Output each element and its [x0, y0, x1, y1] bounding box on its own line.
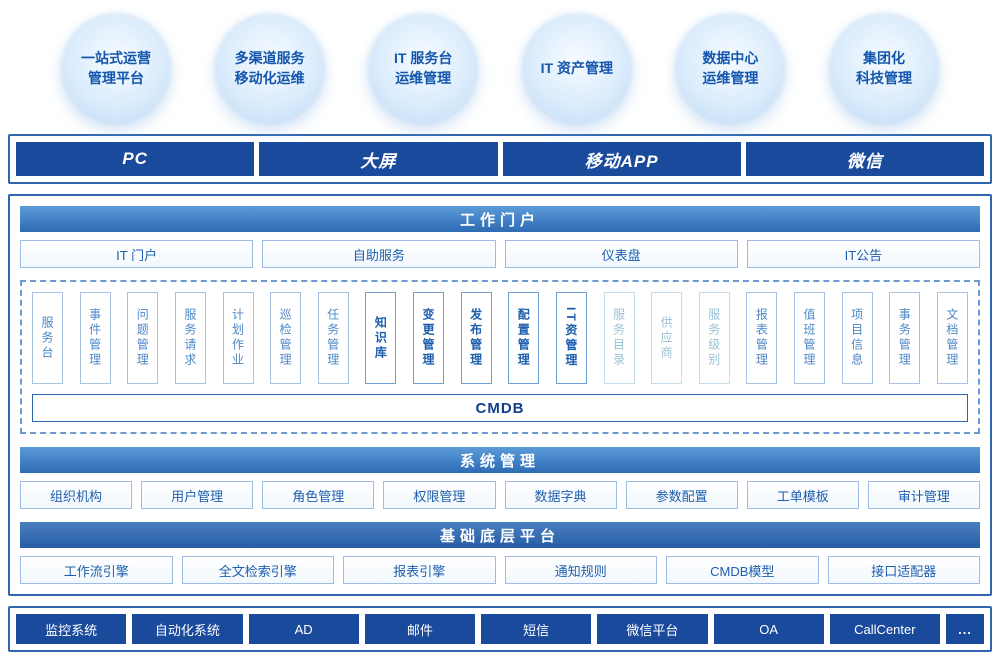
module-duty-management: 值班管理 — [794, 292, 825, 384]
integration-callcenter: CallCenter — [829, 614, 940, 644]
bubble-datacenter-ops: 数据中心 运维管理 — [676, 14, 785, 122]
sys-btn-user-management: 用户管理 — [141, 481, 254, 509]
module-knowledge-base: 知识库 — [365, 292, 397, 384]
module-supplier: 供应商 — [651, 292, 683, 384]
bubble-text: 管理平台 — [88, 70, 144, 86]
channel-wechat: 微信 — [745, 142, 984, 176]
module-project-info: 项目信息 — [841, 292, 873, 384]
module-problem-management: 问题管理 — [127, 292, 159, 384]
integration-wechat-platform: 微信平台 — [597, 614, 708, 644]
module-document-management: 文档管理 — [936, 292, 968, 384]
portal-btn-it-announcement: IT公告 — [746, 240, 980, 268]
sys-btn-org-structure: 组织机构 — [20, 481, 133, 509]
sys-btn-parameter-config: 参数配置 — [625, 481, 738, 509]
bubble-group-tech-management: 集团化 科技管理 — [829, 14, 938, 122]
channel-panel: PC 大屏 移动APP 微信 — [8, 134, 992, 184]
system-management-section: 系统管理 组织机构 用户管理 角色管理 权限管理 数据字典 参数配置 工单模板 … — [20, 447, 980, 509]
plat-btn-fulltext-search-engine: 全文检索引擎 — [181, 556, 334, 584]
module-change-management: 变更管理 — [413, 292, 444, 384]
bubble-text: 集团化 — [862, 50, 905, 66]
integration-automation-system: 自动化系统 — [132, 614, 243, 644]
plat-btn-workflow-engine: 工作流引擎 — [20, 556, 173, 584]
module-it-asset-management: IT资管理 — [555, 292, 587, 384]
bubble-one-stop-operation: 一站式运营 管理平台 — [62, 14, 170, 122]
plat-btn-cmdb-model: CMDB模型 — [666, 556, 819, 584]
plat-btn-notification-rules: 通知规则 — [504, 556, 657, 584]
module-inspection-management: 巡检管理 — [270, 292, 302, 384]
portal-buttons: IT 门户 自助服务 仪表盘 IT公告 — [20, 240, 980, 268]
bubble-text: IT 服务台 — [394, 50, 453, 66]
system-management-header: 系统管理 — [20, 447, 980, 473]
integration-monitoring-system: 监控系统 — [16, 614, 127, 644]
portal-btn-dashboard: 仪表盘 — [504, 240, 738, 268]
system-management-buttons: 组织机构 用户管理 角色管理 权限管理 数据字典 参数配置 工单模板 审计管理 — [20, 481, 980, 509]
base-platform-section: 基础底层平台 工作流引擎 全文检索引擎 报表引擎 通知规则 CMDB模型 接口适… — [20, 522, 980, 584]
integration-email: 邮件 — [364, 614, 475, 644]
cmdb-bar: CMDB — [32, 394, 968, 422]
sys-btn-permission-management: 权限管理 — [383, 481, 496, 509]
portal-btn-self-service: 自助服务 — [262, 240, 496, 268]
module-service-level: 服务级别 — [698, 292, 730, 384]
bubble-text: 移动化运维 — [234, 70, 305, 86]
module-incident-management: 事件管理 — [79, 292, 111, 384]
sys-btn-audit-management: 审计管理 — [867, 481, 980, 509]
itsm-module-zone: 服务台 事件管理 问题管理 服务请求 计划作业 巡检管理 任务管理 知识库 变更… — [20, 280, 980, 434]
bubble-text: 一站式运营 — [81, 50, 151, 66]
module-release-management: 发布管理 — [460, 292, 492, 384]
portal-header: 工作门户 — [20, 206, 980, 232]
bubble-multichannel-mobile-ops: 多渠道服务 移动化运维 — [215, 14, 324, 122]
module-service-catalog: 服务目录 — [603, 292, 635, 384]
base-platform-header: 基础底层平台 — [20, 522, 980, 548]
itsm-modules: 服务台 事件管理 问题管理 服务请求 计划作业 巡检管理 任务管理 知识库 变更… — [32, 292, 968, 384]
main-panel: 工作门户 IT 门户 自助服务 仪表盘 IT公告 服务台 事件管理 问题管理 服… — [8, 194, 992, 596]
plat-btn-report-engine: 报表引擎 — [343, 556, 496, 584]
module-report-management: 报表管理 — [746, 292, 778, 384]
sys-btn-data-dictionary: 数据字典 — [504, 481, 617, 509]
integration-more: ... — [946, 614, 984, 644]
module-service-request: 服务请求 — [174, 292, 206, 384]
bubble-it-asset-management: IT 资产管理 — [522, 14, 631, 122]
bubble-text: 科技管理 — [855, 70, 912, 86]
bubble-text: 多渠道服务 — [234, 50, 305, 66]
integration-oa: OA — [713, 614, 824, 644]
bubble-text: 运维管理 — [702, 70, 759, 86]
integration-panel: 监控系统 自动化系统 AD 邮件 短信 微信平台 OA CallCenter .… — [8, 606, 992, 652]
module-service-desk: 服务台 — [32, 292, 63, 384]
bubble-text: 运维管理 — [395, 70, 452, 86]
bubble-text: 数据中心 — [702, 50, 759, 66]
module-configuration-management: 配置管理 — [508, 292, 540, 384]
bubble-it-service-desk: IT 服务台 运维管理 — [369, 14, 478, 122]
channel-mobile-app: 移动APP — [502, 142, 741, 176]
channel-row: PC 大屏 移动APP 微信 — [16, 142, 984, 176]
integration-sms: 短信 — [481, 614, 592, 644]
module-task-management: 任务管理 — [317, 292, 349, 384]
bubble-text: IT 资产管理 — [540, 60, 613, 76]
module-scheduled-jobs: 计划作业 — [222, 292, 254, 384]
channel-pc: PC — [16, 142, 255, 176]
sys-btn-ticket-template: 工单模板 — [746, 481, 859, 509]
integration-ad: AD — [248, 614, 359, 644]
integration-row: 监控系统 自动化系统 AD 邮件 短信 微信平台 OA CallCenter .… — [16, 614, 984, 644]
portal-btn-it-portal: IT 门户 — [20, 240, 254, 268]
module-affairs-management: 事务管理 — [889, 292, 921, 384]
base-platform-buttons: 工作流引擎 全文检索引擎 报表引擎 通知规则 CMDB模型 接口适配器 — [20, 556, 980, 584]
plat-btn-interface-adapter: 接口适配器 — [827, 556, 980, 584]
channel-big-screen: 大屏 — [259, 142, 498, 176]
capability-bubbles: 一站式运营 管理平台 多渠道服务 移动化运维 IT 服务台 运维管理 IT 资产… — [0, 12, 1000, 124]
sys-btn-role-management: 角色管理 — [262, 481, 375, 509]
